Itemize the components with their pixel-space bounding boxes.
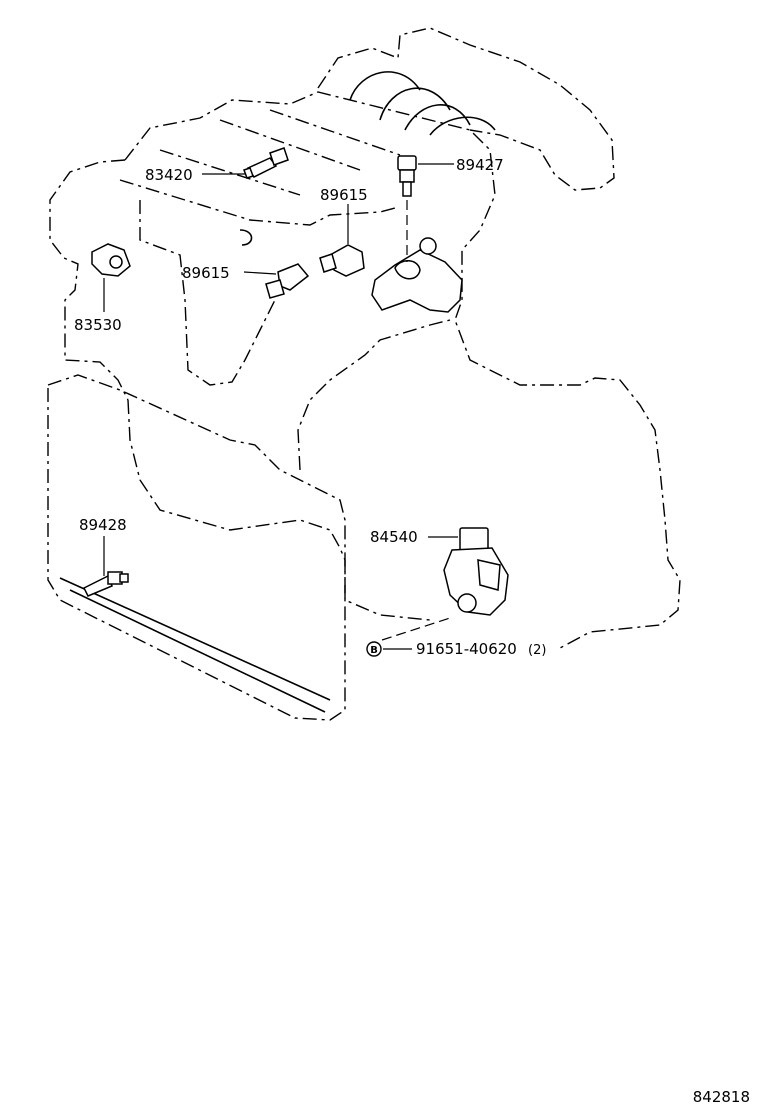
label-83420: 83420 xyxy=(145,166,193,184)
leader-bolt-upper xyxy=(381,617,451,641)
radiator-core-line-1 xyxy=(59,577,331,701)
part-83420-sensor xyxy=(243,147,289,179)
label-83530: 83530 xyxy=(74,316,122,334)
part-89427-sensor xyxy=(397,155,417,197)
cylinder-head-cover xyxy=(119,179,396,226)
head-lower-outline xyxy=(139,200,276,386)
reference-code: 842818 xyxy=(692,1088,750,1106)
part-89615-upper-sensor xyxy=(319,244,365,277)
radiator-core-line-2 xyxy=(69,589,326,713)
cam-cover-line xyxy=(159,109,401,196)
label-bolt-quantity: (2) xyxy=(528,643,546,658)
engine-block-outline xyxy=(124,91,681,649)
bolt-marker-circle xyxy=(366,641,382,657)
water-outlet-port xyxy=(419,237,437,255)
radiator-outline xyxy=(47,374,346,721)
water-outlet-neck xyxy=(394,260,421,280)
engine-left-outline xyxy=(49,159,129,401)
part-84540-switch xyxy=(443,527,509,616)
label-89615-lower: 89615 xyxy=(182,264,230,282)
label-89615-upper: 89615 xyxy=(320,186,368,204)
part-89428-sensor xyxy=(82,571,129,597)
water-outlet-housing xyxy=(371,249,463,313)
transmission-outline xyxy=(297,319,451,471)
label-89428: 89428 xyxy=(79,516,127,534)
leader-89615-lower xyxy=(243,271,277,275)
intake-runner-2 xyxy=(379,87,451,121)
intake-manifold-outline xyxy=(317,27,615,191)
label-89427: 89427 xyxy=(456,156,504,174)
label-84540: 84540 xyxy=(370,528,418,546)
bolt-marker-letter: B xyxy=(370,645,378,656)
label-bolt-number: 91651-40620 xyxy=(416,640,517,658)
intake-runner-4 xyxy=(429,116,496,136)
part-83530-sensor xyxy=(91,243,131,277)
intake-runner-1 xyxy=(349,71,421,101)
engine-lower-outline xyxy=(127,399,431,621)
part-89615-lower-sensor xyxy=(265,263,310,299)
hook-mark xyxy=(239,229,253,246)
